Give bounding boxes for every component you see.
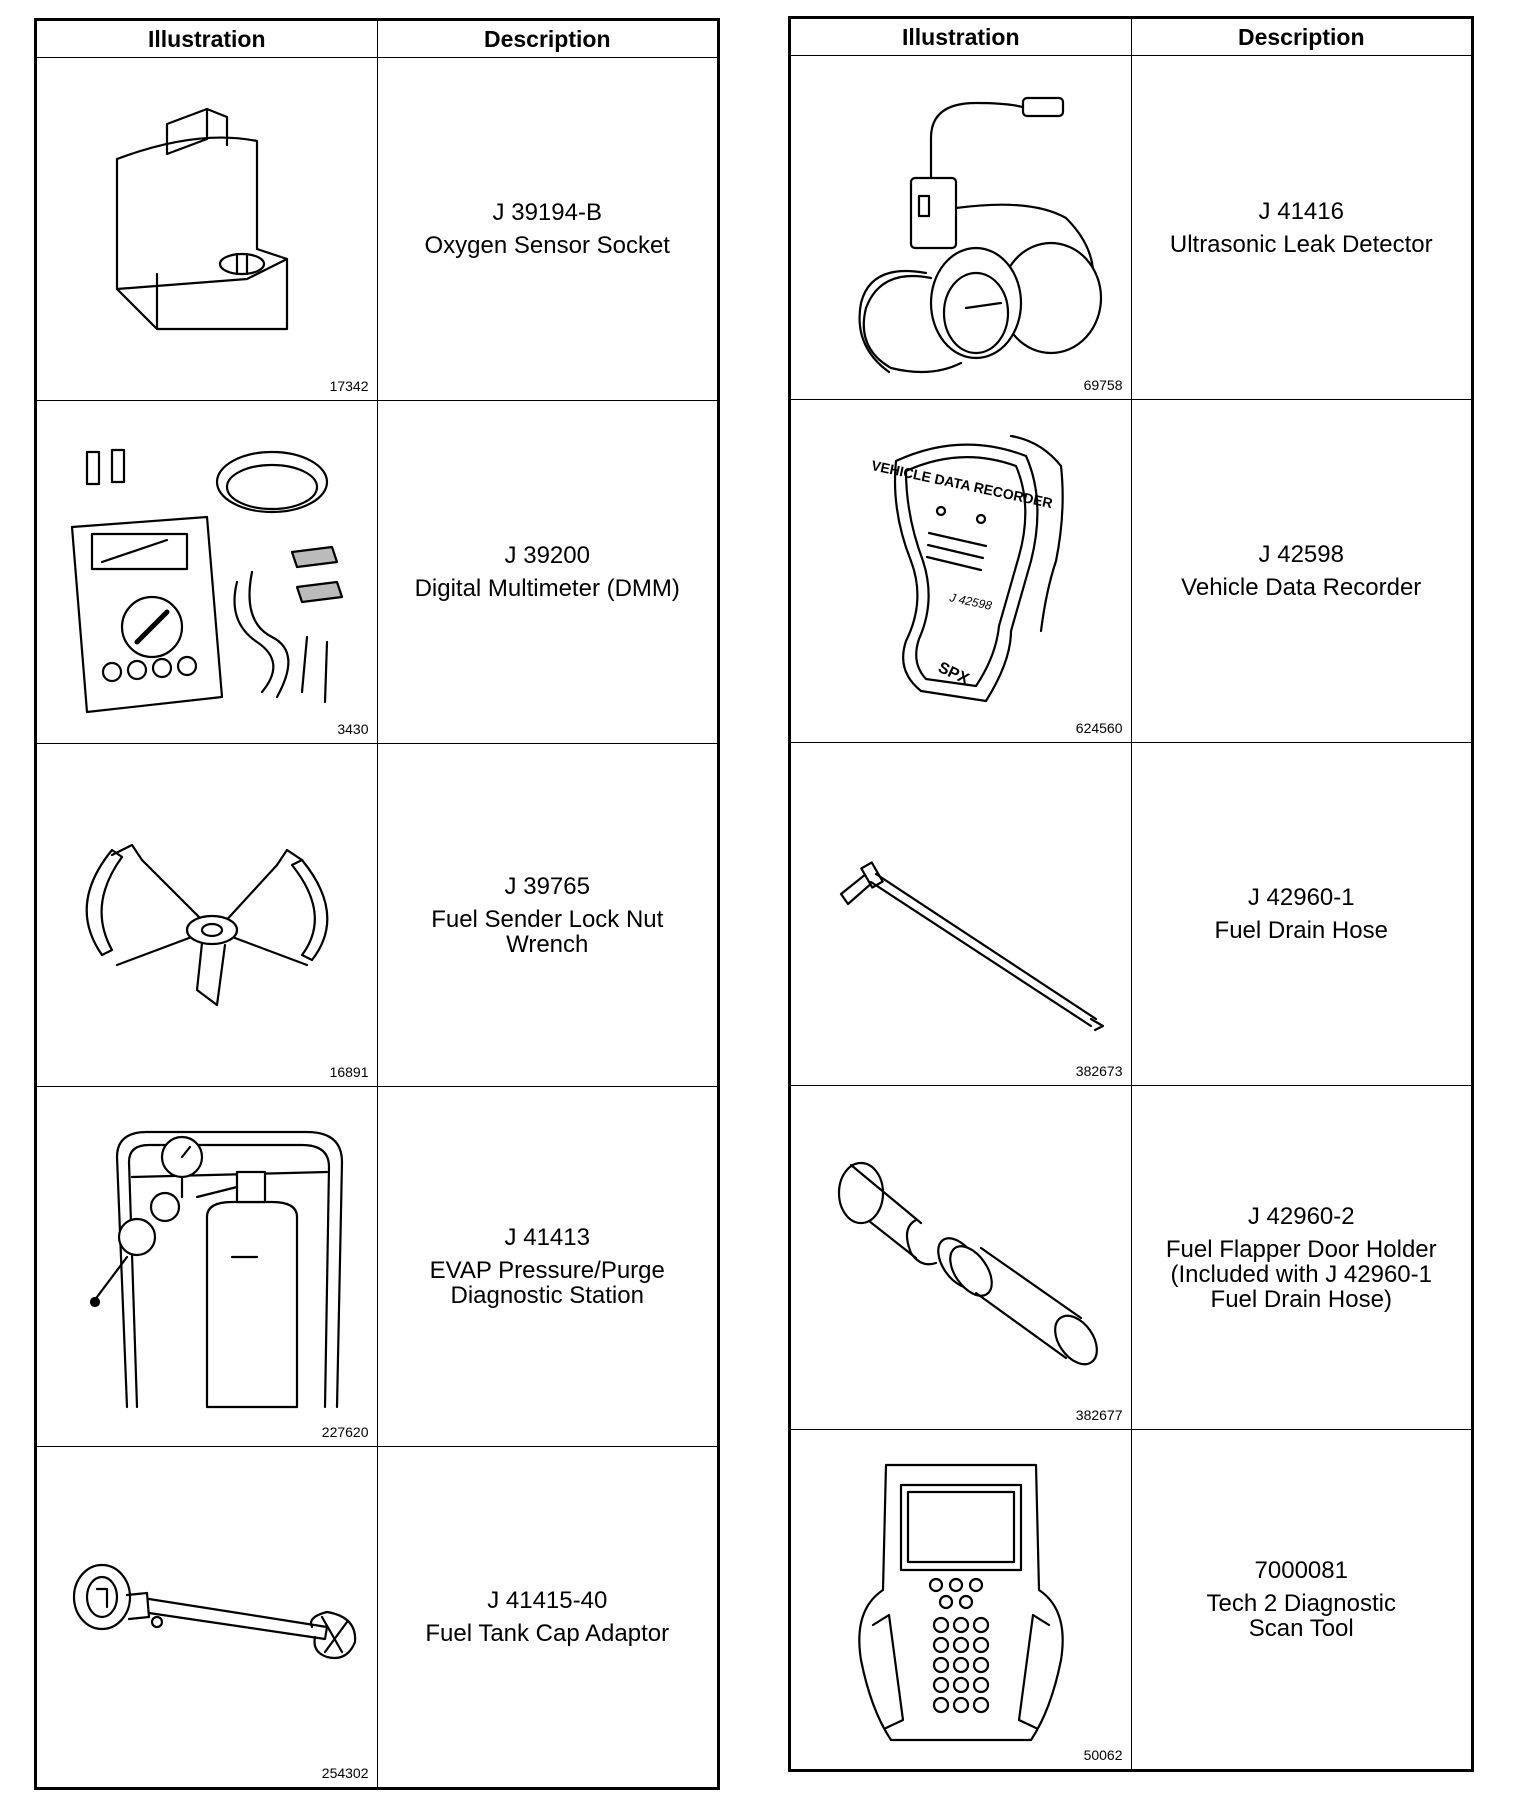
part-number: J 41415-40 xyxy=(487,1587,608,1614)
tool-name: Ultrasonic Leak Detector xyxy=(1169,230,1433,258)
tool-name: Fuel Sender Lock Nut Wrench xyxy=(431,905,664,958)
description-cell: J 39765 Fuel Sender Lock Nut Wrench xyxy=(376,743,718,1087)
table-row: 227620 J 41413 EVAP Pressure/Purge Diagn… xyxy=(36,1086,718,1447)
ultrasonic-leak-detector-illustration xyxy=(858,96,1102,373)
table-header-row: Illustration Description xyxy=(36,20,718,58)
part-number: J 41416 xyxy=(1258,197,1344,225)
table-row: 3430 J 39200 Digital Multimeter (DMM) xyxy=(36,400,718,744)
table-row: VEHICLE DATA RECORDER J 42598 SPX 624560… xyxy=(790,399,1472,743)
illustration-column-header: Illustration xyxy=(790,18,1132,56)
oxygen-sensor-socket-illustration xyxy=(115,107,288,331)
illustration-cell: VEHICLE DATA RECORDER J 42598 SPX 624560 xyxy=(790,399,1132,743)
illustration-cell: 382673 xyxy=(790,742,1132,1086)
right-tool-table: Illustration Description xyxy=(788,16,1474,1772)
tool-name: EVAP Pressure/Purge Diagnostic Station xyxy=(429,1257,665,1309)
table-row: 50062 7000081 Tech 2 Diagnostic Scan Too… xyxy=(790,1429,1472,1770)
table-row: 382677 J 42960-2 Fuel Flapper Door Holde… xyxy=(790,1085,1472,1430)
illustration-cell: 17342 xyxy=(36,57,378,401)
part-number: J 42960-1 xyxy=(1247,884,1355,911)
fuel-tank-cap-adaptor-illustration xyxy=(72,1563,356,1660)
tool-name: Fuel Drain Hose xyxy=(1214,917,1388,944)
illustration-cell: 254302 xyxy=(36,1446,378,1788)
description-cell: 7000081 Tech 2 Diagnostic Scan Tool xyxy=(1130,1429,1472,1770)
part-number: J 39194-B xyxy=(492,199,602,226)
figure-number: 17342 xyxy=(329,378,369,394)
table-row: 69758 J 41416 Ultrasonic Leak Detector xyxy=(790,55,1472,400)
table-row: 382673 J 42960-1 Fuel Drain Hose xyxy=(790,742,1472,1086)
figure-number: 254302 xyxy=(321,1765,369,1781)
description-cell: J 39194-B Oxygen Sensor Socket xyxy=(376,57,718,401)
illustration-cell: 50062 xyxy=(790,1429,1132,1770)
illustration-cell: 3430 xyxy=(36,400,378,744)
figure-number: 227620 xyxy=(321,1424,369,1440)
description-cell: J 39200 Digital Multimeter (DMM) xyxy=(376,400,718,744)
illustration-cell: 16891 xyxy=(36,743,378,1087)
table-row: 254302 J 41415-40 Fuel Tank Cap Adaptor xyxy=(36,1446,718,1788)
figure-number: 382677 xyxy=(1075,1407,1123,1423)
keypad xyxy=(932,1616,989,1713)
figure-number: 3430 xyxy=(337,721,369,737)
evap-station-illustration xyxy=(89,1130,343,1408)
description-column-header: Description xyxy=(1130,18,1472,56)
illustration-cell: 227620 xyxy=(36,1086,378,1447)
description-cell: J 42598 Vehicle Data Recorder xyxy=(1130,399,1472,743)
tool-name: Digital Multimeter (DMM) xyxy=(414,575,680,602)
table-header-row: Illustration Description xyxy=(790,18,1472,56)
figure-number: 16891 xyxy=(329,1064,369,1080)
tool-name: Fuel Flapper Door Holder (Included with … xyxy=(1165,1235,1437,1313)
description-cell: J 42960-1 Fuel Drain Hose xyxy=(1130,742,1472,1086)
tool-name: Fuel Tank Cap Adaptor xyxy=(425,1620,670,1647)
part-number: 7000081 xyxy=(1254,1557,1348,1584)
description-cell: J 42960-2 Fuel Flapper Door Holder (Incl… xyxy=(1130,1085,1472,1430)
tool-name: Oxygen Sensor Socket xyxy=(424,232,670,259)
tech-2-scan-tool-illustration xyxy=(857,1463,1064,1741)
part-number: J 41413 xyxy=(504,1224,590,1251)
figure-number: 50062 xyxy=(1083,1747,1123,1763)
lock-nut-wrench-illustration xyxy=(85,843,329,1007)
table-row: 16891 J 39765 Fuel Sender Lock Nut Wrenc… xyxy=(36,743,718,1087)
fuel-drain-hose-illustration xyxy=(839,861,1104,1032)
part-number: J 39765 xyxy=(504,872,590,900)
description-cell: J 41415-40 Fuel Tank Cap Adaptor xyxy=(376,1446,718,1788)
table-row: 17342 J 39194-B Oxygen Sensor Socket xyxy=(36,57,718,401)
left-tool-table: Illustration Description 17342 xyxy=(34,18,720,1790)
tool-name: Vehicle Data Recorder xyxy=(1181,574,1422,601)
digital-multimeter-illustration xyxy=(70,448,343,714)
part-number: J 42960-2 xyxy=(1247,1202,1355,1230)
description-column-header: Description xyxy=(376,20,718,58)
illustration-cell: 69758 xyxy=(790,55,1132,400)
description-cell: J 41416 Ultrasonic Leak Detector xyxy=(1130,55,1472,400)
illustration-column-header: Illustration xyxy=(36,20,378,58)
vehicle-data-recorder-illustration: VEHICLE DATA RECORDER J 42598 SPX xyxy=(870,434,1064,703)
part-number: J 42598 xyxy=(1258,541,1344,568)
illustration-cell: 382677 xyxy=(790,1085,1132,1430)
figure-number: 382673 xyxy=(1075,1063,1123,1079)
flapper-door-holder-illustration xyxy=(837,1161,1098,1365)
tool-name: Tech 2 Diagnostic Scan Tool xyxy=(1206,1590,1396,1642)
description-cell: J 41413 EVAP Pressure/Purge Diagnostic S… xyxy=(376,1086,718,1447)
figure-number: 624560 xyxy=(1075,720,1123,736)
figure-number: 69758 xyxy=(1083,377,1123,393)
part-number: J 39200 xyxy=(504,542,590,569)
